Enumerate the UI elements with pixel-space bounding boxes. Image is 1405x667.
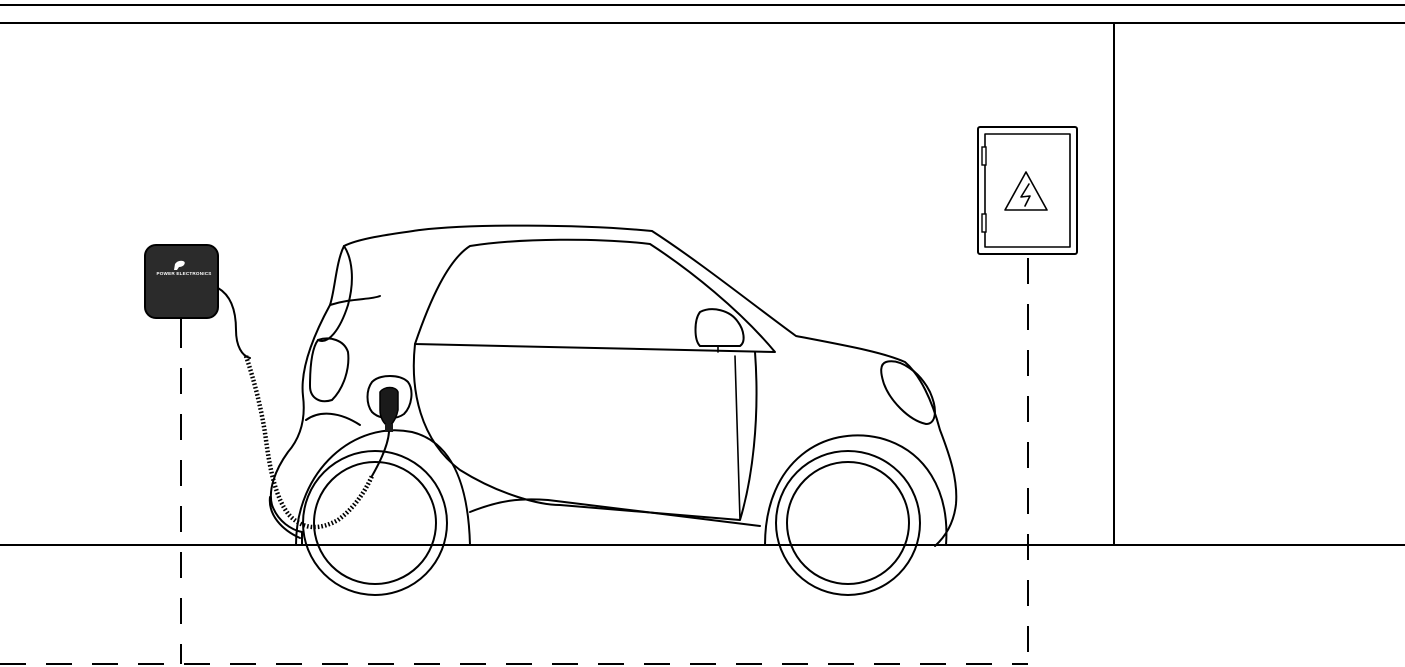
- high-voltage-warning-icon: [1004, 171, 1048, 211]
- charging-plug: [379, 386, 399, 432]
- wall-charger: POWER ELECTRONICS: [144, 244, 219, 319]
- wiring-path: [0, 258, 1029, 665]
- charger-brand-label: POWER ELECTRONICS: [157, 271, 212, 276]
- side-mirror: [694, 308, 745, 353]
- electric-car: [268, 224, 958, 596]
- charging-port: [366, 375, 413, 420]
- ceiling: [0, 4, 1405, 24]
- front-wheel: [775, 450, 921, 596]
- charging-cable: [217, 287, 390, 530]
- power-electronics-logo-icon: [174, 260, 185, 270]
- rear-wheel: [302, 450, 448, 596]
- electrical-panel: [977, 126, 1078, 255]
